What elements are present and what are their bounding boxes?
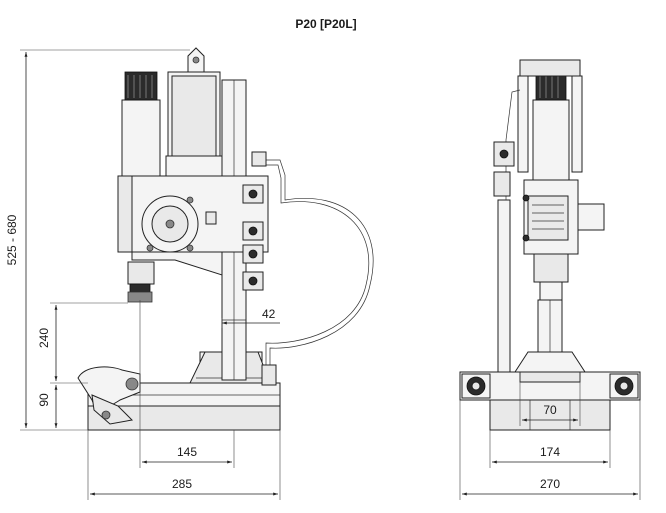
dim-base: 90 — [37, 385, 58, 428]
dim-front-174-label: 174 — [540, 445, 560, 459]
dim-reach: 145 — [139, 300, 235, 468]
dim-stroke: 240 — [37, 302, 128, 384]
dim-base-label: 90 — [37, 393, 51, 407]
dim-reach-label: 145 — [177, 445, 197, 459]
dim-throat-label: 42 — [262, 307, 276, 321]
dim-front-70-label: 70 — [543, 403, 557, 417]
front-cylinder — [517, 59, 583, 181]
front-guide — [493, 89, 521, 373]
front-base — [459, 351, 641, 431]
dim-front-70: 70 — [519, 372, 581, 426]
dim-front-270: 270 — [459, 400, 641, 500]
front-column — [537, 299, 563, 353]
front-view: 70 174 270 — [459, 59, 641, 500]
dim-side-width: 285 — [87, 430, 281, 500]
side-view: 525 - 680 240 90 42 145 285 — [5, 47, 374, 500]
drawing-title: P20 [P20L] — [295, 17, 356, 31]
dim-height-label: 525 - 680 — [5, 214, 19, 265]
dim-front-270-label: 270 — [540, 477, 560, 491]
drive-cylinders — [121, 47, 223, 177]
air-hose — [251, 151, 374, 386]
front-body — [522, 179, 605, 301]
punch-tool — [127, 261, 155, 303]
dim-front-174: 174 — [489, 430, 611, 468]
dim-throat: 42 — [221, 307, 280, 328]
dim-height: 525 - 680 — [5, 49, 190, 431]
clamp-lever — [77, 366, 141, 425]
dim-stroke-label: 240 — [37, 328, 51, 348]
press-head — [117, 175, 269, 291]
dim-side-width-label: 285 — [172, 477, 192, 491]
